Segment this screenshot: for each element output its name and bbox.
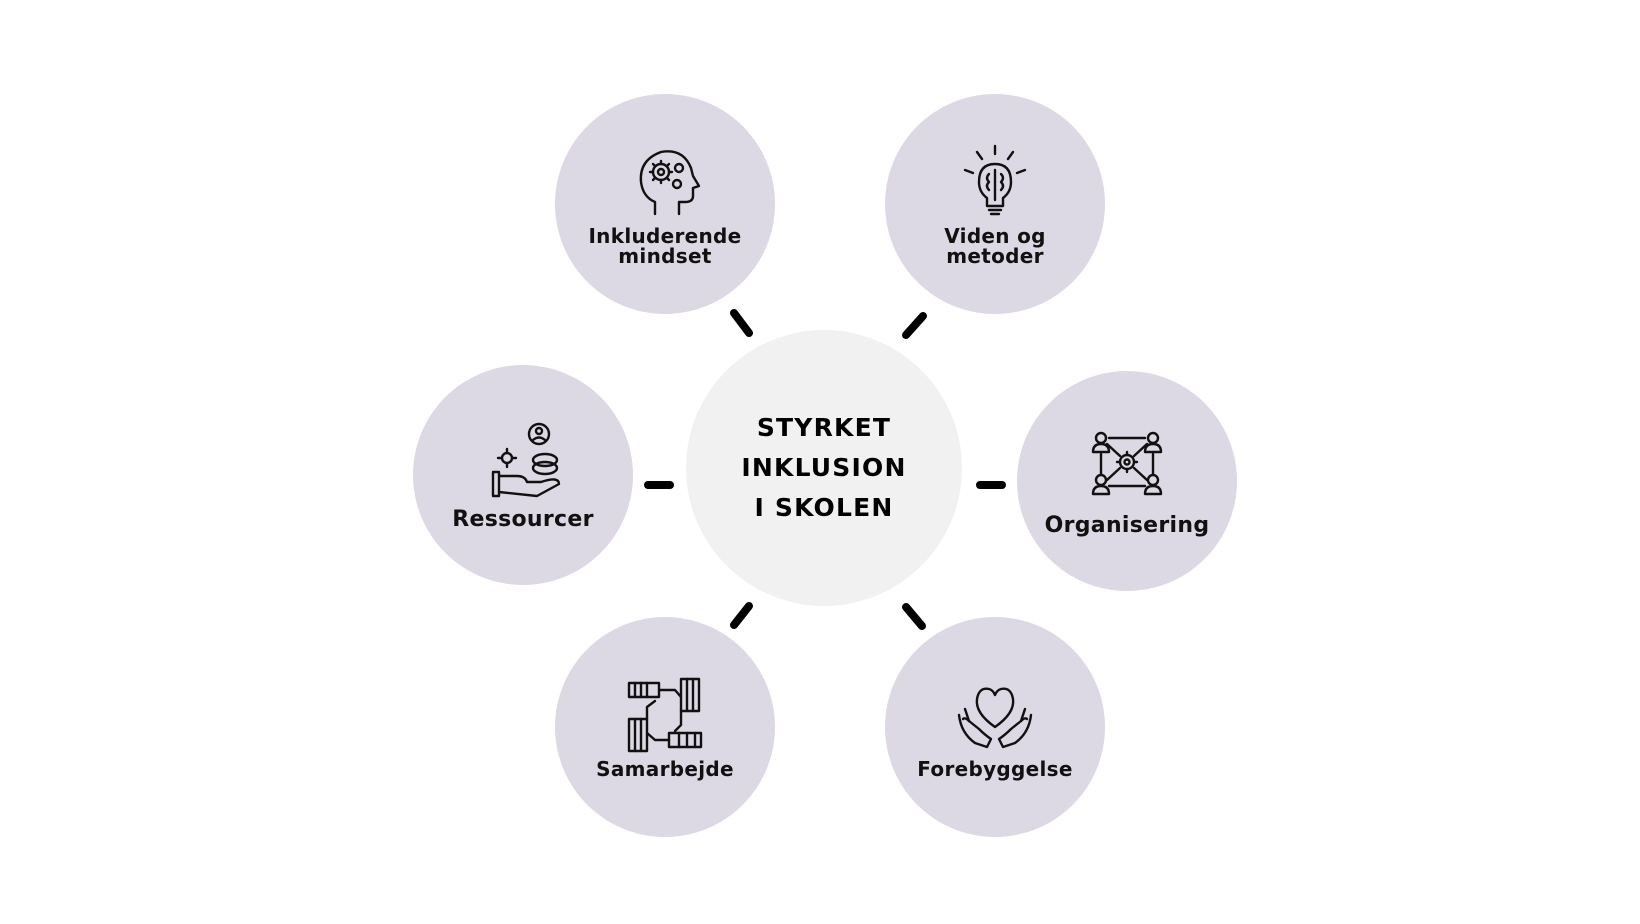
center-title: STYRKET INKLUSION I SKOLEN: [741, 413, 907, 522]
center-circle: STYRKET INKLUSION I SKOLEN: [686, 330, 962, 606]
hands-heart-icon: [957, 687, 1033, 749]
node-viden-og-metoder: Viden og metoder: [885, 94, 1105, 314]
node-ressourcer: Ressourcer: [413, 365, 633, 585]
node-forebyggelse: Forebyggelse: [885, 617, 1105, 837]
connector-viden-og-metoder: [902, 312, 927, 339]
hand-coin-icon: [491, 422, 561, 498]
head-gears-icon: [639, 150, 701, 216]
node-label: Inkluderende mindset: [588, 224, 742, 268]
node-label: Viden og metoder: [944, 224, 1046, 268]
lightbulb-brain-icon: [963, 144, 1027, 216]
node-organisering: Organisering: [1017, 371, 1237, 591]
node-label: Forebyggelse: [917, 757, 1073, 781]
connector-forebyggelse: [902, 603, 926, 630]
connector-samarbejde: [730, 602, 753, 629]
node-inkluderende-mindset: Inkluderende mindset: [555, 94, 775, 314]
network-gear-icon: [1091, 431, 1163, 496]
connector-inkluderende-mindset: [730, 309, 753, 337]
node-label: Organisering: [1044, 513, 1210, 538]
node-samarbejde: Samarbejde: [555, 617, 775, 837]
linked-hands-icon: [627, 677, 703, 753]
node-label: Ressourcer: [452, 507, 594, 532]
node-label: Samarbejde: [596, 757, 734, 781]
